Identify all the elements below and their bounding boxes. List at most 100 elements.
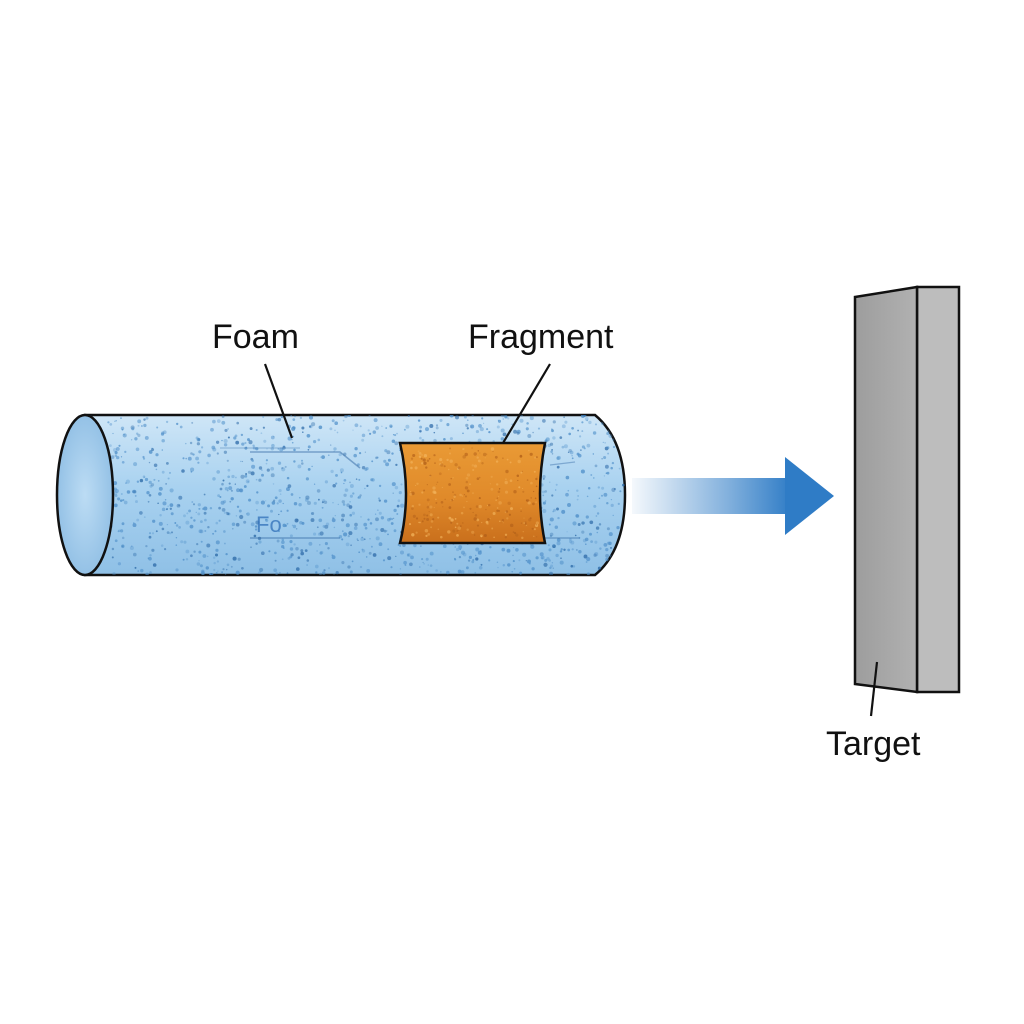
- foam-speckle: [250, 522, 255, 527]
- fragment-speckle: [457, 529, 459, 531]
- foam-speckle: [187, 456, 192, 461]
- foam-speckle: [335, 473, 338, 477]
- foam-speckle: [519, 418, 524, 423]
- foam-speckle: [548, 571, 554, 575]
- foam-speckle: [161, 507, 166, 512]
- foam-speckle: [606, 471, 610, 475]
- foam-speckle: [159, 513, 162, 517]
- foam-speckle: [333, 573, 335, 575]
- fragment-speckle: [447, 468, 450, 471]
- foam-speckle: [250, 546, 252, 549]
- foam-speckle: [454, 546, 456, 548]
- fragment-speckle: [421, 491, 424, 494]
- fragment-speckle: [418, 503, 421, 506]
- foam-speckle: [142, 455, 145, 459]
- fragment-speckle: [516, 474, 520, 478]
- target-label: Target: [826, 725, 921, 763]
- foam-speckle: [443, 437, 446, 441]
- foam-speckle: [270, 447, 274, 451]
- foam-speckle: [141, 425, 143, 427]
- foam-speckle: [618, 556, 622, 560]
- fragment-speckle: [508, 513, 512, 516]
- foam-speckle: [387, 548, 390, 551]
- foam-speckle: [158, 521, 163, 526]
- foam-speckle: [147, 500, 150, 503]
- foam-speckle: [221, 482, 224, 486]
- foam-speckle: [156, 426, 159, 429]
- foam-speckle: [567, 489, 570, 492]
- foam-speckle: [552, 544, 555, 547]
- foam-speckle: [169, 503, 174, 507]
- foam-speckle: [552, 436, 556, 440]
- foam-speckle: [361, 548, 364, 551]
- foam-speckle: [114, 539, 118, 543]
- foam-speckle: [525, 427, 529, 431]
- foam-speckle: [475, 557, 479, 561]
- foam-speckle: [223, 450, 228, 454]
- fragment-speckle: [460, 511, 464, 515]
- foam-speckle: [581, 421, 584, 424]
- foam-speckle: [145, 572, 149, 575]
- foam-speckle: [359, 565, 363, 569]
- foam-speckle: [554, 525, 559, 529]
- foam-speckle: [419, 429, 422, 433]
- foam-speckle: [567, 548, 571, 552]
- foam-speckle: [328, 567, 330, 570]
- foam-speckle: [342, 503, 346, 506]
- fragment-speckle: [452, 491, 454, 494]
- foam-cylinder: [55, 413, 627, 577]
- foam-speckle: [475, 554, 477, 557]
- foam-speckle: [455, 415, 459, 420]
- foam-speckle: [210, 427, 214, 432]
- foam-speckle: [256, 491, 259, 494]
- foam-speckle: [121, 522, 125, 526]
- foam-speckle: [350, 544, 352, 547]
- foam-speckle: [616, 525, 620, 530]
- foam-speckle: [190, 452, 193, 455]
- foam-speckle: [232, 556, 237, 561]
- foam-speckle: [336, 431, 339, 434]
- foam-speckle: [525, 560, 527, 562]
- foam-speckle: [273, 435, 275, 438]
- foam-speckle: [305, 477, 309, 481]
- foam-speckle: [66, 573, 68, 575]
- foam-speckle: [137, 419, 142, 424]
- foam-speckle: [582, 415, 587, 417]
- foam-speckle: [252, 446, 256, 450]
- foam-speckle: [301, 459, 303, 462]
- foam-speckle: [282, 446, 286, 450]
- foam-speckle: [618, 467, 621, 470]
- foam-speckle: [286, 487, 290, 492]
- fragment-speckle: [476, 518, 480, 522]
- foam-speckle: [289, 534, 293, 538]
- foam-speckle: [340, 518, 345, 522]
- foam-speckle: [465, 423, 469, 428]
- foam-speckle: [59, 573, 62, 576]
- foam-speckle: [131, 545, 133, 547]
- foam-speckle: [439, 571, 442, 573]
- fragment-speckle: [429, 513, 433, 517]
- foam-speckle: [330, 444, 332, 446]
- foam-speckle: [185, 457, 188, 460]
- foam-speckle: [214, 530, 217, 533]
- foam-speckle: [557, 516, 560, 520]
- foam-speckle: [341, 530, 344, 533]
- foam-speckle: [212, 419, 216, 424]
- fragment-speckle: [462, 448, 464, 450]
- foam-speckle: [458, 545, 463, 550]
- fragment-speckle: [447, 530, 451, 534]
- foam-speckle: [196, 437, 201, 442]
- foam-speckle: [203, 506, 208, 511]
- fragment-speckle: [485, 508, 487, 511]
- foam-speckle: [197, 512, 201, 516]
- foam-speckle: [114, 454, 118, 457]
- foam-speckle: [212, 556, 216, 559]
- foam-speckle: [551, 428, 553, 430]
- foam-speckle: [394, 441, 399, 446]
- foam-speckle: [153, 463, 158, 468]
- foam-speckle: [583, 554, 588, 559]
- foam-speckle: [392, 517, 395, 519]
- foam-speckle: [398, 490, 402, 495]
- fragment-speckle: [496, 507, 499, 509]
- foam-speckle: [207, 525, 210, 529]
